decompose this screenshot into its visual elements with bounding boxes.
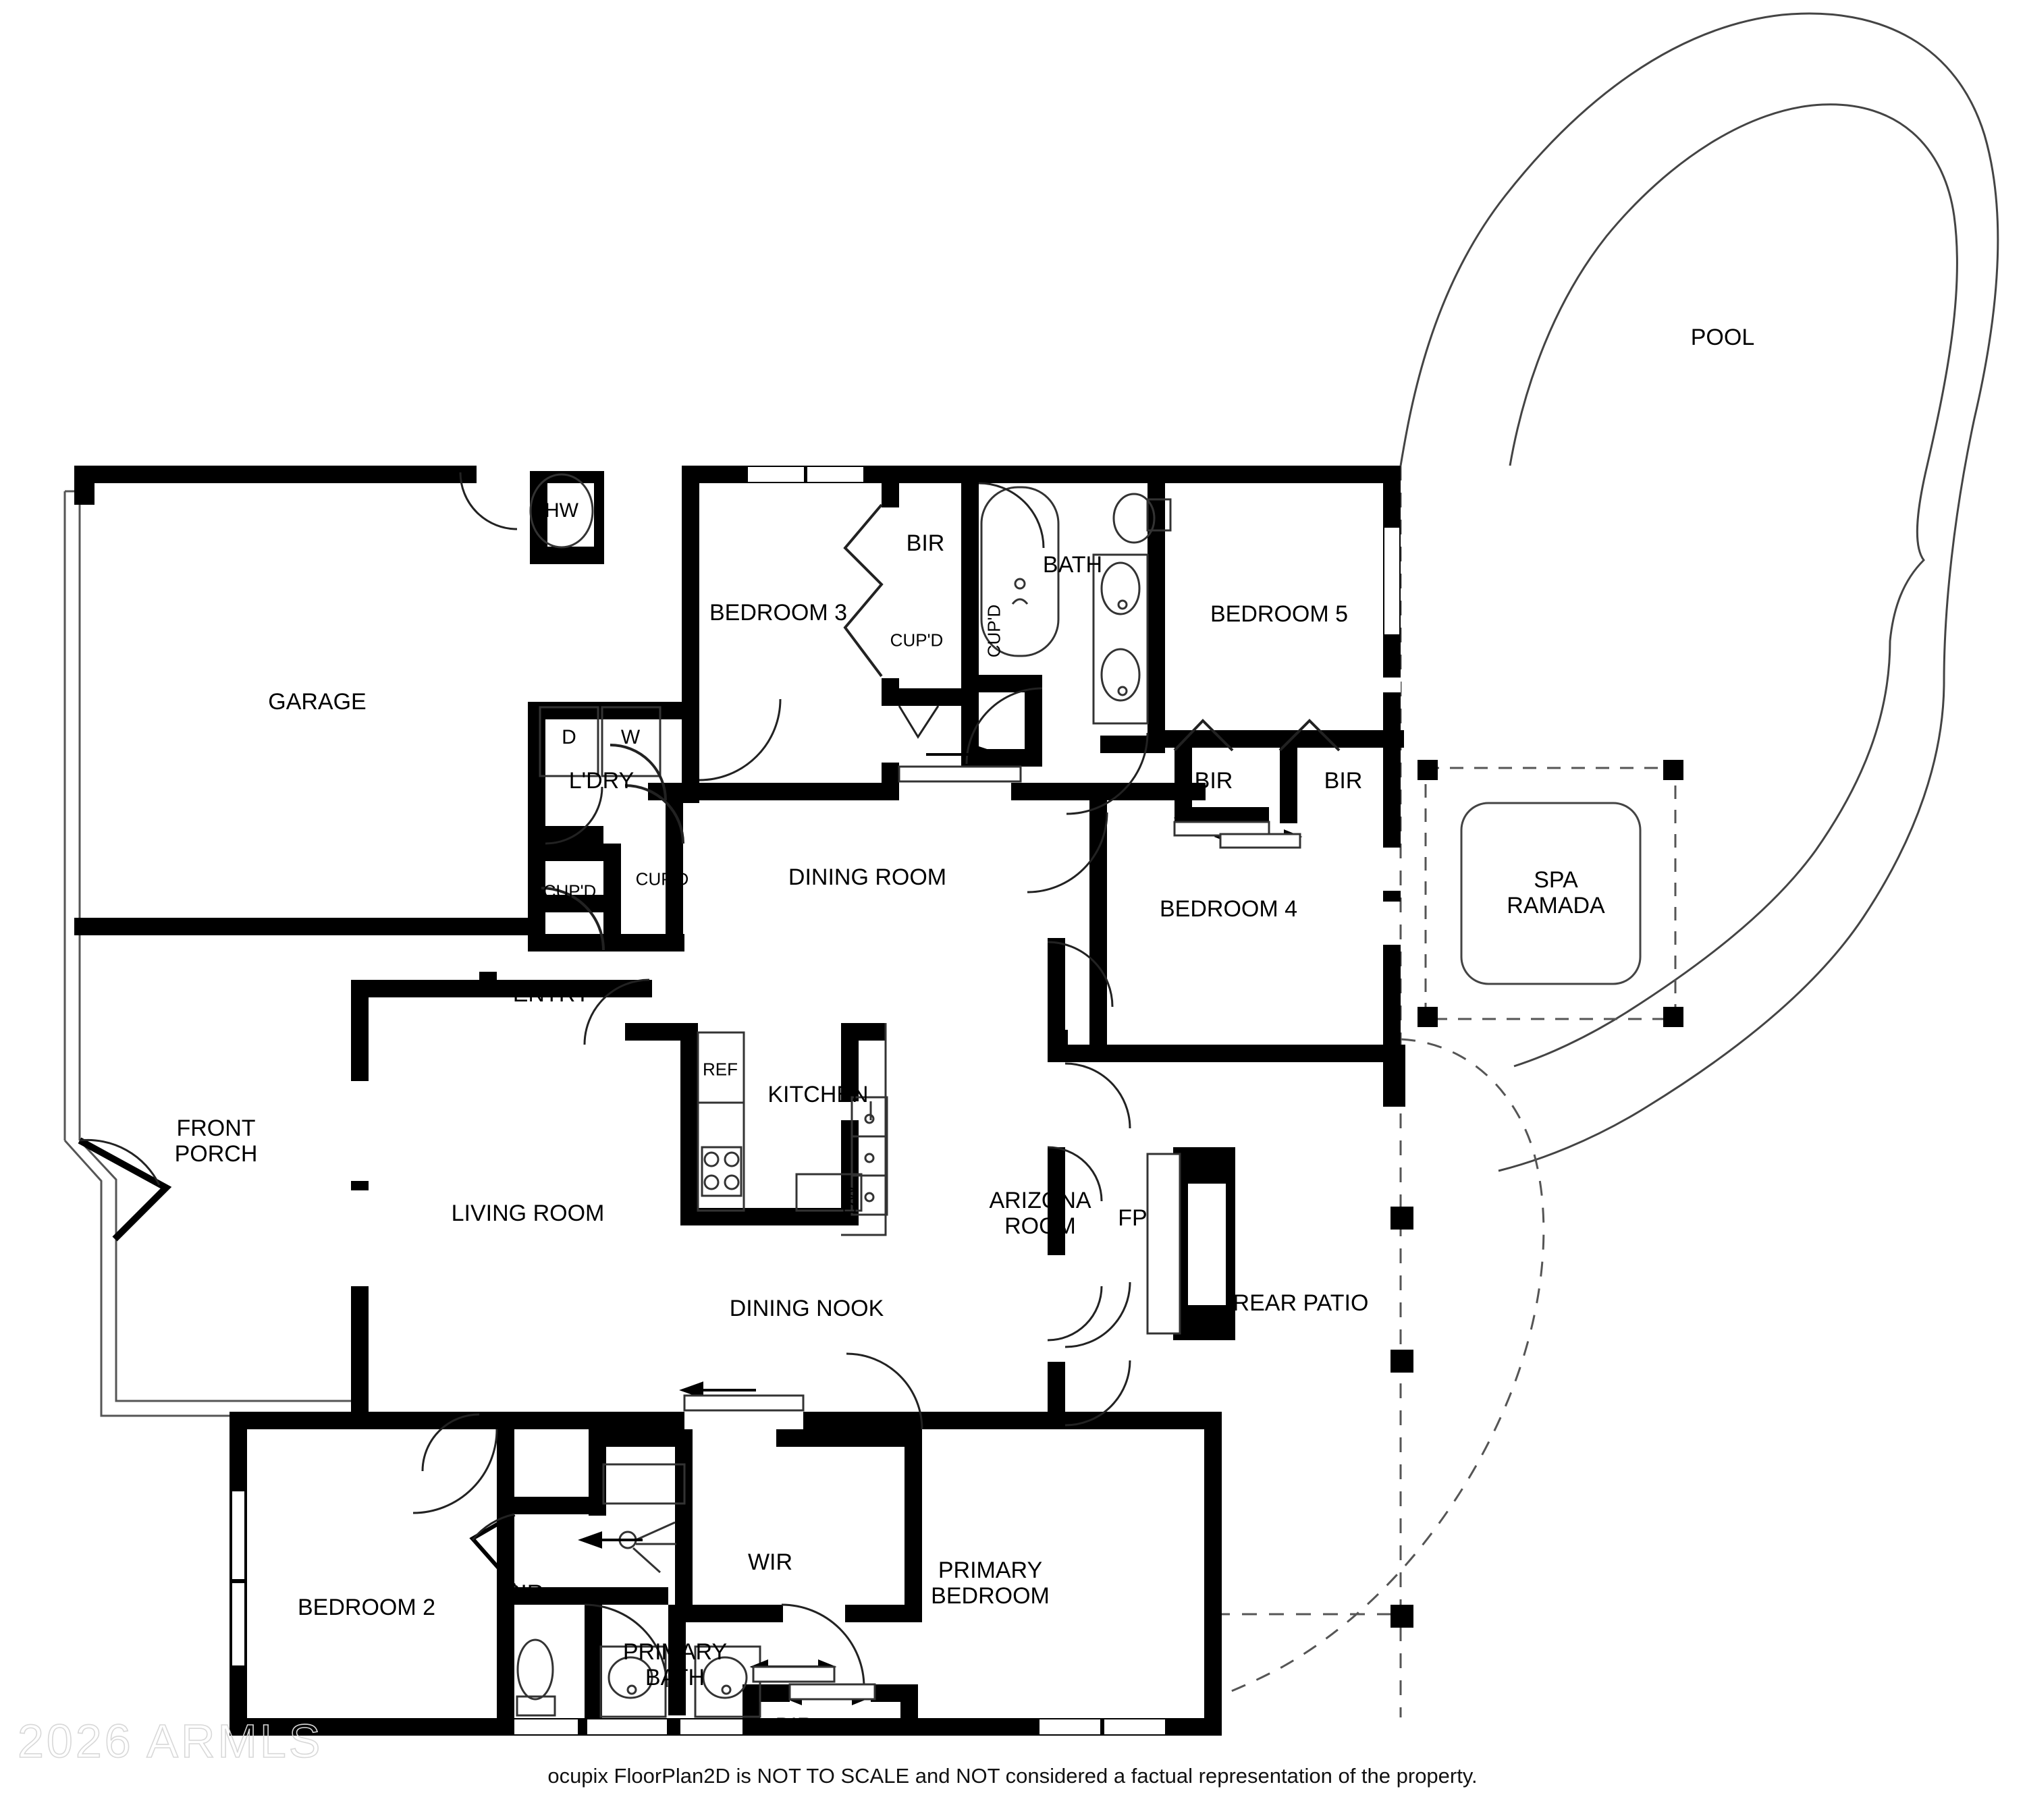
sink-icon — [702, 1656, 748, 1699]
patio-posts — [1390, 1207, 1413, 1628]
spa-ramada-outline — [1418, 760, 1683, 1027]
room-label-primary-bedroom: PRIMARY BEDROOM — [931, 1557, 1050, 1609]
fixture-label-dishwasher: DW — [839, 1185, 860, 1215]
closet-label-bir-bedroom-2: BIR — [505, 1580, 544, 1606]
closet-label-cupboard-entry-a: CUP'D — [543, 881, 597, 902]
room-label-kitchen: KITCHEN — [767, 1081, 869, 1107]
closet-label-bir-bedroom-4-b: BIR — [1324, 767, 1363, 794]
sink-icon — [608, 1656, 653, 1699]
kitchen-island — [841, 1023, 887, 1236]
cooktop-icon — [701, 1146, 742, 1197]
room-label-dining-nook: DINING NOOK — [729, 1295, 884, 1321]
sink-icon — [1100, 648, 1141, 702]
toilet-icon — [516, 1638, 554, 1701]
closet-label-cupboard-entry-b: CUP'D — [635, 868, 689, 889]
room-label-primary-bath: PRIMARY BATH — [622, 1638, 728, 1690]
sink-icon — [850, 1174, 888, 1216]
room-label-garage: GARAGE — [268, 688, 367, 715]
fixture-label-washer: W — [620, 726, 641, 749]
sink-icon — [1100, 561, 1141, 615]
room-label-front-porch: FRONT PORCH — [174, 1115, 258, 1167]
closet-label-cupboard-hall-a: CUP'D — [890, 630, 944, 651]
shower-shelf — [602, 1463, 686, 1505]
bathtub-icon — [980, 486, 1060, 657]
room-label-living-room: LIVING ROOM — [451, 1200, 605, 1226]
fixture-label-fireplace: FP — [1118, 1205, 1148, 1231]
room-label-bedroom-2: BEDROOM 2 — [297, 1594, 436, 1620]
closet-label-cupboard-hall-b: CUP'D — [983, 604, 1004, 658]
dishwasher-icon — [795, 1173, 863, 1212]
room-label-dining-room: DINING ROOM — [788, 864, 947, 890]
room-label-pool: POOL — [1690, 324, 1755, 350]
room-label-laundry: L'DRY — [568, 767, 634, 794]
walls — [74, 466, 1405, 1736]
dryer-icon — [539, 706, 599, 777]
toilet-icon — [1112, 493, 1156, 544]
porch-outline — [63, 490, 351, 1417]
fixture-label-refrigerator: REF — [703, 1059, 738, 1080]
room-label-bath: BATH — [1042, 551, 1103, 578]
room-label-entry: ENTRY — [512, 981, 591, 1007]
door-swings — [78, 472, 1341, 1688]
room-label-spa-ramada: SPA RAMADA — [1507, 866, 1605, 918]
vanity-icon — [599, 1645, 667, 1718]
fixture-label-dryer: D — [562, 726, 576, 749]
patio-boundary-dashed — [1208, 466, 1545, 1717]
closet-label-bir-bedroom-3: BIR — [906, 530, 945, 556]
fixture-label-hot-water: HW — [545, 499, 578, 522]
pool-shape — [1399, 12, 1999, 1172]
sliding-door-panels — [683, 765, 1301, 1701]
washer-icon — [601, 706, 662, 777]
room-label-bedroom-4: BEDROOM 4 — [1159, 895, 1298, 922]
room-label-rear-patio: REAR PATIO — [1233, 1290, 1369, 1316]
fixtures-detail — [516, 473, 1172, 1718]
room-label-bedroom-3: BEDROOM 3 — [709, 599, 848, 626]
closet-label-bir-primary: BIR — [775, 1713, 814, 1739]
room-label-arizona-room: ARIZONA ROOM — [989, 1187, 1091, 1239]
closet-label-bir-bedroom-4-a: BIR — [1194, 767, 1233, 794]
room-label-bedroom-5: BEDROOM 5 — [1210, 601, 1349, 627]
hot-water-heater-icon — [529, 473, 594, 549]
room-label-wir: WIR — [747, 1549, 793, 1575]
disclaimer-text: ocupix FloorPlan2D is NOT TO SCALE and N… — [547, 1764, 1478, 1788]
